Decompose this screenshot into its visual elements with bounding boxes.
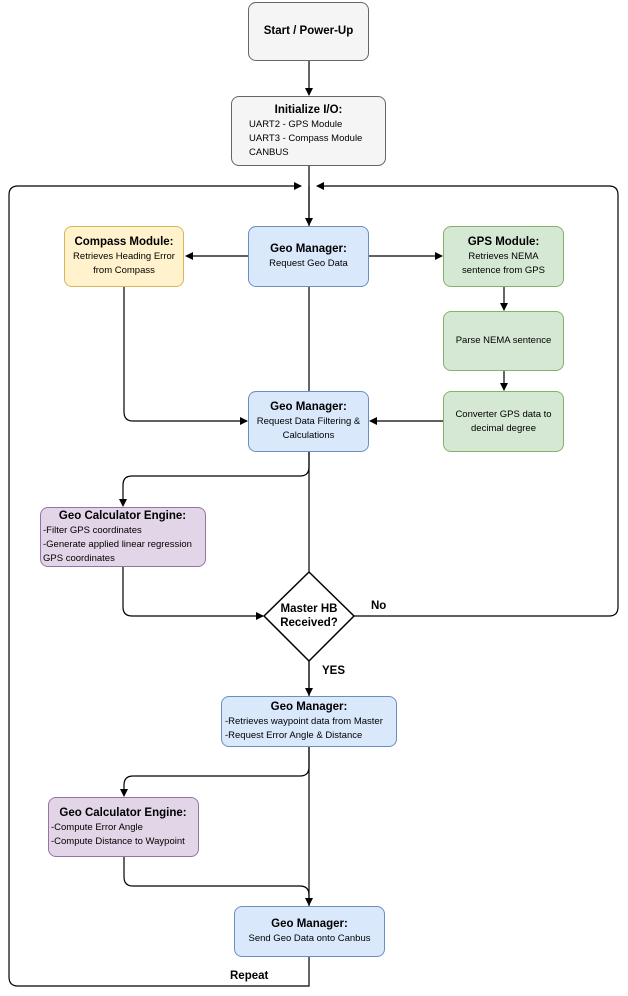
geo-manager-desc: Request Data Filtering & Calculations (256, 416, 361, 441)
compass-module-desc: Retrieves Heading Error from Compass (73, 251, 175, 276)
geo-calculator-title: Geo Calculator Engine: (58, 509, 187, 522)
geo-calculator-title: Geo Calculator Engine: (59, 806, 187, 819)
init-io-line: UART2 - GPS Module (249, 118, 343, 130)
convert-gps-desc: Converter GPS data to decimal degree (455, 408, 552, 434)
geo-manager-request-node: Geo Manager: Request Geo Data (248, 226, 369, 287)
decision-line: Master HB (280, 603, 338, 615)
geo-manager-title: Geo Manager: (271, 918, 348, 930)
geo-calculator-line: -Compute Error Angle (51, 821, 143, 833)
geo-calculator-compute-node: Geo Calculator Engine: -Compute Error An… (48, 797, 199, 857)
geo-calculator-line: -Filter GPS coordinates (43, 524, 142, 536)
geo-calculator-filter-node: Geo Calculator Engine: -Filter GPS coord… (40, 507, 206, 567)
init-io-title: Initialize I/O: (274, 103, 343, 116)
geo-manager-desc: Request Geo Data (269, 258, 348, 269)
parse-nema-node: Parse NEMA sentence (443, 311, 564, 371)
label-yes: YES (322, 665, 346, 677)
convert-gps-node: Converter GPS data to decimal degree (443, 391, 564, 452)
gps-module-title: GPS Module: (467, 236, 540, 248)
geo-manager-title: Geo Manager: (270, 701, 348, 713)
compass-module-node: Compass Module: Retrieves Heading Error … (64, 226, 184, 287)
compass-module-title: Compass Module: (74, 236, 174, 248)
start-title: Start / Power-Up (263, 25, 354, 37)
decision-line: Received? (280, 617, 338, 629)
geo-manager-desc: Send Geo Data onto Canbus (248, 933, 371, 944)
loop-line (8, 166, 310, 987)
gps-module-node: GPS Module: Retrieves NEMA sentence from… (443, 226, 564, 287)
geo-manager-line: -Request Error Angle & Distance (225, 730, 363, 741)
decision-text: Master HB Received? (264, 602, 354, 630)
geo-manager-waypoint-node: Geo Manager: -Retrieves waypoint data fr… (221, 696, 397, 747)
no-loop-line (316, 182, 619, 617)
arrow-compass-to-geo2 (123, 287, 248, 425)
geo-calculator-line: -Compute Distance to Waypoint (51, 835, 185, 847)
arrow-geo2-to-calc1 (119, 452, 310, 507)
arrow-geo3-to-calc2 (120, 747, 310, 797)
label-repeat: Repeat (230, 970, 269, 982)
decision-diamond (262, 570, 356, 663)
init-io-node: Initialize I/O: UART2 - GPS Module UART3… (231, 96, 386, 166)
geo-manager-send-node: Geo Manager: Send Geo Data onto Canbus (234, 906, 385, 957)
geo-manager-line: -Retrieves waypoint data from Master (225, 716, 383, 727)
parse-nema-desc: Parse NEMA sentence (455, 335, 552, 346)
arrow-calc2-to-geo4 (123, 857, 313, 906)
geo-manager-title: Geo Manager: (270, 243, 347, 255)
geo-manager-title: Geo Manager: (270, 401, 347, 413)
init-io-line: UART3 - Compass Module (249, 132, 363, 144)
geo-calculator-line: -Generate applied linear regression GPS … (43, 538, 192, 564)
init-io-line: CANBUS (249, 146, 289, 158)
label-no: No (371, 600, 387, 612)
geo-manager-filter-node: Geo Manager: Request Data Filtering & Ca… (248, 391, 369, 452)
gps-module-desc: Retrieves NEMA sentence from GPS (462, 251, 545, 276)
start-node: Start / Power-Up (248, 2, 369, 61)
arrow-calc1-to-decision (122, 567, 264, 620)
